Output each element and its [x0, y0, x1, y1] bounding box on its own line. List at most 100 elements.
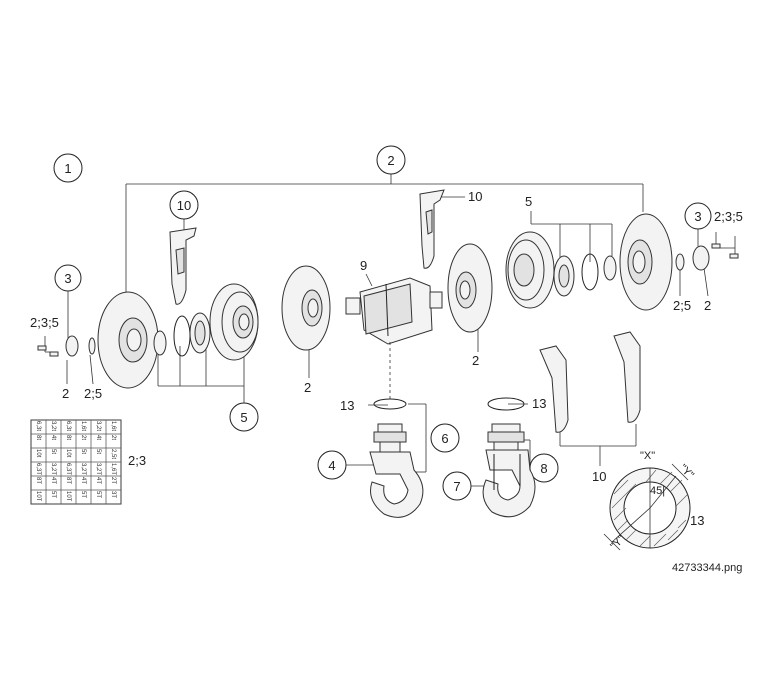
table-cell: 6,3t: [65, 421, 71, 431]
label-13-right: 13: [532, 396, 546, 411]
bracket-2: [125, 174, 644, 292]
table-cell: 10T: [65, 491, 71, 502]
svg-text:2: 2: [387, 153, 394, 168]
svg-text:10: 10: [177, 198, 191, 213]
callout-5-left: 5: [157, 340, 259, 432]
table-cell: 8T: [35, 477, 41, 484]
svg-text:10: 10: [592, 469, 606, 484]
table-cell-border: [30, 489, 47, 505]
table-cell: 4T: [50, 477, 56, 484]
table-cell: 1,6t: [80, 421, 86, 431]
lower-guide-left: [539, 345, 569, 433]
table-cell: 6,3T: [35, 463, 41, 475]
section-angle-label: 45|: [650, 485, 665, 497]
label-10-top: 10: [440, 189, 482, 204]
svg-text:3: 3: [64, 271, 71, 286]
svg-text:8: 8: [540, 461, 547, 476]
right-wheel: [505, 231, 555, 309]
hook-single: [369, 342, 424, 518]
label-9: 9: [360, 258, 373, 287]
table-cell: 2t: [80, 435, 86, 440]
table-cell: 4t: [95, 435, 101, 440]
label-13-section: 13: [690, 513, 704, 528]
callout-3-left: 3: [54, 264, 82, 338]
svg-text:6: 6: [441, 431, 448, 446]
top-rope-guide: [419, 189, 445, 269]
table-cell: 10T: [35, 491, 41, 502]
table-cell: 5t: [50, 449, 56, 454]
label-2-3-5-left: 2;3;5: [30, 315, 59, 330]
section-label-y-top: "Y": [677, 462, 696, 481]
label-2-left: 2: [62, 386, 69, 401]
center-plate: [447, 243, 493, 333]
svg-text:5: 5: [240, 410, 247, 425]
table-cell: 10t: [35, 449, 41, 458]
svg-text:5: 5: [525, 194, 532, 209]
table-cell: 1,6T: [110, 463, 116, 475]
label-2-mid: 2: [304, 380, 311, 395]
table-cell: 5T: [95, 491, 101, 498]
table-cell: 6,3t: [35, 421, 41, 431]
motor-body: [345, 277, 443, 345]
label-5-top: 5: [525, 194, 613, 262]
table-cell: 2T: [110, 477, 116, 484]
table-cell: 4T: [80, 477, 86, 484]
table-cell: 5T: [50, 491, 56, 498]
table-cell: 3,2T: [50, 463, 56, 475]
part-leaders: [44, 232, 736, 521]
table-cell: 8T: [65, 477, 71, 484]
capacity-table: 1,6t 2t 2,5t 1,6T 2T 3T 3,2t 4t 5t 3,2T 4T 5T 1,6t 2t…: [30, 419, 122, 505]
right-rings: [553, 253, 617, 297]
svg-text:9: 9: [360, 258, 367, 273]
svg-text:10: 10: [468, 189, 482, 204]
table-cell: 3T: [110, 491, 116, 498]
hook-double: [482, 397, 536, 518]
svg-text:7: 7: [453, 479, 460, 494]
left-rings: [153, 312, 211, 357]
callout-2: 2: [376, 145, 406, 175]
label-2-3-table: 2;3: [128, 453, 146, 468]
filename-label: 42733344.png: [672, 562, 742, 574]
table-cell: 8t: [35, 435, 41, 440]
table-cell: 10t: [65, 449, 71, 458]
table-cell: 5t: [80, 449, 86, 454]
svg-text:4: 4: [328, 458, 335, 473]
callout-6: 6: [408, 403, 460, 473]
left-end-cover: [97, 291, 159, 389]
label-10-bottom: 10: [559, 424, 637, 484]
table-cell: 3,2t: [50, 421, 56, 431]
middle-left-plate: [281, 265, 331, 351]
section-view: "X" "Y" "Y" 45|: [603, 450, 696, 552]
table-cell: 1,6t: [110, 421, 116, 431]
label-2-center: 2: [472, 353, 479, 368]
right-cap: [675, 243, 739, 271]
section-label-x: "X": [640, 450, 655, 462]
table-cell: 3,2t: [95, 421, 101, 431]
callout-10-left: 10: [169, 190, 199, 232]
left-cap: [37, 335, 96, 357]
table-cell: 6,3T: [65, 463, 71, 475]
label-2-5-left: 2;5: [84, 386, 102, 401]
svg-text:3: 3: [694, 209, 701, 224]
table-cell: 2t: [110, 435, 116, 440]
table-cell: 5t: [95, 449, 101, 454]
table-cell: 4T: [95, 477, 101, 484]
table-cell: 8t: [65, 435, 71, 440]
callout-1: 1: [53, 153, 83, 183]
table-cell: 3,2T: [80, 463, 86, 475]
label-2-right: 2: [704, 298, 711, 313]
table-cell: 2,5t: [110, 449, 116, 459]
table-cell: 5T: [80, 491, 86, 498]
table-cell: 4t: [50, 435, 56, 440]
label-2-5-right: 2;5: [673, 298, 691, 313]
right-end-cover: [619, 213, 673, 311]
lower-guide-right: [613, 331, 641, 423]
label-2-3-5-right: 2;3;5: [714, 209, 743, 224]
left-rope-guide: [169, 227, 197, 305]
left-wheel: [209, 283, 259, 361]
svg-text:1: 1: [64, 161, 71, 176]
label-13-left: 13: [340, 398, 354, 413]
callout-3-right: 3: [684, 202, 712, 246]
table-cell: 3,2T: [95, 463, 101, 475]
